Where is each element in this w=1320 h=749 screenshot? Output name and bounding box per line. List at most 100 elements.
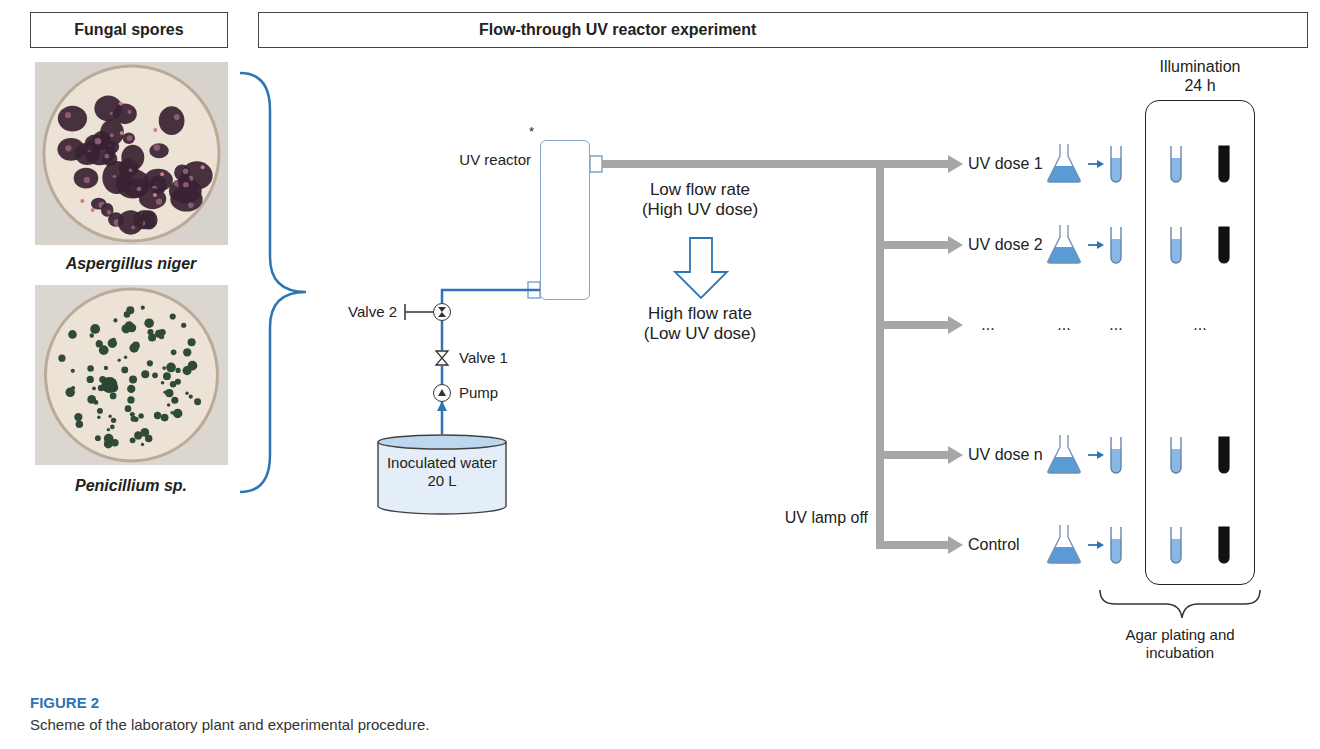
figure-caption: Scheme of the laboratory plant and exper… bbox=[30, 716, 429, 734]
tube-liquid bbox=[1171, 539, 1181, 563]
tube-outline bbox=[1171, 146, 1181, 182]
fungal-colony bbox=[149, 143, 168, 158]
fungal-colony bbox=[141, 370, 149, 378]
fungal-colony bbox=[194, 398, 201, 405]
colony-speck bbox=[160, 172, 164, 176]
fungal-colony bbox=[170, 187, 202, 212]
fungal-colony bbox=[58, 106, 87, 132]
fungal-colony bbox=[90, 333, 94, 337]
fungal-colony bbox=[71, 369, 75, 373]
colony-speck bbox=[183, 168, 188, 173]
control-note: UV lamp off bbox=[785, 508, 868, 527]
reactor-label: UV reactor bbox=[459, 151, 531, 169]
fungal-colony bbox=[171, 397, 178, 404]
valve-symbol: Valve 2 bbox=[433, 303, 451, 321]
fungal-colony bbox=[107, 428, 110, 431]
petri-dish bbox=[44, 66, 219, 241]
transfer-arrow bbox=[1088, 544, 1098, 546]
petri-dish-photo bbox=[35, 62, 228, 245]
flask-liquid bbox=[1048, 166, 1081, 182]
fungal-colony bbox=[159, 106, 185, 135]
colony-speck bbox=[119, 102, 123, 106]
curly-brace bbox=[1100, 590, 1260, 618]
test-tube bbox=[1171, 227, 1181, 263]
dose-label: UV dose 2 bbox=[968, 235, 1043, 254]
fungal-colony bbox=[147, 360, 153, 366]
pump-triangle bbox=[438, 389, 446, 396]
colony-speck bbox=[156, 199, 162, 205]
photo-background bbox=[35, 285, 228, 465]
step-note: Agar plating and incubation bbox=[1115, 626, 1245, 662]
fungal-colony bbox=[131, 416, 137, 422]
flow-direction-arrow bbox=[675, 238, 727, 298]
colony-speck bbox=[127, 110, 131, 114]
fungal-colony bbox=[140, 428, 149, 437]
colony-speck bbox=[104, 154, 109, 159]
fungal-colony bbox=[162, 366, 166, 370]
water-pipe bbox=[441, 366, 444, 384]
test-tube bbox=[1219, 437, 1229, 473]
fungal-colony bbox=[118, 210, 143, 234]
petri-dish-photo bbox=[35, 285, 228, 465]
tube-liquid bbox=[1111, 239, 1121, 263]
fungal-colony bbox=[170, 381, 176, 387]
species-name: Penicillium sp. bbox=[33, 476, 229, 495]
dark-tube bbox=[1219, 227, 1229, 263]
manifold-arrowhead bbox=[948, 316, 963, 334]
fungal-colony bbox=[139, 188, 166, 209]
valve-bowtie bbox=[436, 351, 448, 365]
footnote-mark: * bbox=[529, 124, 534, 140]
flask-liquid bbox=[1048, 547, 1081, 563]
tube-liquid bbox=[1111, 539, 1121, 563]
fungal-colony bbox=[118, 358, 121, 361]
fungal-colony bbox=[57, 138, 84, 161]
fungal-colony bbox=[124, 356, 127, 359]
fungal-colony bbox=[119, 158, 139, 177]
colony-speck bbox=[183, 182, 189, 188]
colony-speck bbox=[120, 131, 124, 135]
fungal-colony bbox=[68, 330, 77, 339]
manifold-arrowhead bbox=[948, 236, 963, 254]
ellipsis: ... bbox=[981, 315, 994, 334]
fungal-colony bbox=[113, 318, 117, 322]
fungal-colony bbox=[170, 313, 176, 319]
flask-outline bbox=[1048, 144, 1081, 182]
tube-liquid bbox=[1111, 449, 1121, 473]
tube-outline bbox=[1111, 437, 1121, 473]
pump-label: Pump bbox=[459, 384, 498, 402]
tube-outline bbox=[1171, 227, 1181, 263]
fungal-colony bbox=[154, 412, 161, 419]
water-pipe bbox=[441, 321, 444, 350]
fungal-colony bbox=[76, 421, 83, 428]
flow-note: High flow rate (Low UV dose) bbox=[630, 304, 770, 345]
fungal-colony bbox=[167, 403, 171, 407]
fungal-colony bbox=[104, 366, 108, 370]
flow-note: Low flow rate (High UV dose) bbox=[630, 180, 770, 221]
fungal-colony bbox=[159, 334, 164, 339]
tube-liquid bbox=[1171, 449, 1181, 473]
colony-speck bbox=[65, 145, 71, 151]
flask-outline bbox=[1048, 225, 1081, 263]
fungal-colony bbox=[93, 131, 111, 150]
fungal-colony bbox=[111, 439, 118, 446]
colony-speck bbox=[188, 202, 194, 208]
uv-reactor: UV reactor bbox=[540, 140, 590, 300]
fungal-colony bbox=[130, 437, 136, 443]
ellipsis: ... bbox=[1193, 315, 1206, 334]
fungal-colony bbox=[185, 392, 188, 395]
colony-speck bbox=[131, 226, 135, 230]
valve-label: Valve 1 bbox=[459, 349, 508, 367]
fungal-colony bbox=[171, 350, 177, 356]
fungal-colony bbox=[166, 363, 176, 373]
fungal-colony bbox=[152, 372, 158, 378]
fungal-colony bbox=[94, 400, 99, 405]
test-tube bbox=[1111, 227, 1121, 263]
test-tube bbox=[1171, 146, 1181, 182]
fungal-colony bbox=[163, 372, 171, 380]
panel-heading-box: Flow-through UV reactor experiment bbox=[258, 12, 1308, 48]
fungal-colony bbox=[124, 311, 130, 317]
panel-heading-box: Fungal spores bbox=[30, 12, 228, 48]
